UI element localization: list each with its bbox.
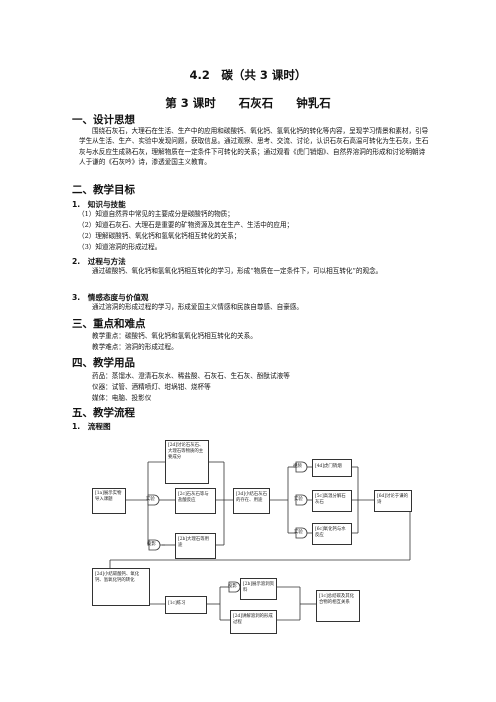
label-video: 视频	[293, 464, 302, 469]
flow-box-cave-info: [2b]展示溶洞资料	[240, 578, 277, 600]
section-heading-goals: 二、教学目标	[72, 184, 135, 196]
flow-box-decompose: [5c]高温分解石灰石	[312, 490, 352, 512]
label-projection: 投影	[147, 542, 156, 547]
flow-box-summary-uses: [3d]小结石灰石的存在、用途	[233, 488, 270, 514]
goal-item: （2）知道石灰石、大理石是重要的矿物资源及其在生产、生活中的应用；	[78, 221, 294, 229]
subheading-flowchart: 1. 流程图	[72, 422, 111, 431]
focus-item: 教学难点：溶洞的形成过程。	[92, 343, 178, 351]
design-body: 围绕石灰石，大理石在生活、生产中的应用和碳酸钙、氧化钙、氢氧化钙的转化等内容，呈…	[79, 127, 429, 167]
subheading-process: 2. 过程与方法	[72, 257, 126, 266]
flow-box-summary-conversion: [2d]小结碳酸钙、氧化钙、氢氧化钙的转化	[92, 568, 150, 606]
materials-item: 媒体：电脑、投影仪	[92, 394, 152, 402]
section-heading-flow: 五、教学流程	[72, 407, 135, 419]
flow-box-discuss-composition: [2d]讨论石灰石、大理石等物质的主要成分	[165, 440, 209, 484]
section-heading-design: 一、设计思想	[72, 114, 135, 126]
materials-item: 药品：蒸馏水、澄清石灰水、稀盐酸、石灰石、生石灰、酚酞试液等	[92, 372, 290, 380]
flow-box-intro: [1a]展示实物导入课题	[92, 488, 126, 514]
page-title: 4.2 碳（共 3 课时）	[189, 68, 307, 82]
label-experiment: 实验	[294, 497, 303, 502]
label-experiment: 实验	[146, 497, 155, 502]
attitude-body: 通过溶洞的形成过程的学习，形成爱国主义情感和民族自尊感、自豪感。	[92, 303, 303, 311]
flow-box-acid-reaction: [2c]石灰石等与盐酸反应	[175, 488, 216, 514]
flow-box-humen: [4d]虎门销烟	[312, 459, 352, 477]
flow-box-final-summary: [1c]总结碳及其化合物的相互关系	[316, 590, 360, 622]
focus-item: 教学重点：碳酸钙、氧化钙和氢氧化钙相互转化的关系。	[92, 332, 257, 340]
flow-box-cao-water: [6c]氧化钙与水反应	[312, 523, 352, 545]
materials-item: 仪器：试管、酒精喷灯、坩埚钳、烧杯等	[92, 383, 211, 391]
flow-box-cave-formation: [2d]讲解溶洞的形成过程	[230, 610, 277, 634]
section-heading-focus: 三、重点和难点	[72, 318, 146, 330]
section-heading-materials: 四、教学用品	[72, 357, 135, 369]
lesson-subtitle: 第 3 课时 石灰石 钟乳石	[165, 96, 331, 110]
label-projection: 投影	[228, 584, 237, 589]
process-body: 通过碳酸钙、氧化钙和氢氧化钙相互转化的学习，形成“物质在一定条件下，可以相互转化…	[92, 267, 383, 275]
subheading-knowledge: 1. 知识与技能	[72, 200, 126, 209]
subheading-attitude: 3. 情感态度与价值观	[72, 293, 149, 302]
flow-box-poem: [6d]讨论于谦的诗	[374, 490, 412, 512]
flow-box-practice: [1c]练习	[165, 596, 207, 614]
goal-item: （3）知道溶洞的形成过程。	[78, 243, 162, 251]
label-experiment: 实验	[294, 530, 303, 535]
goal-item: （1）知道自然界中常见的主要成分是碳酸钙的物质；	[78, 210, 234, 218]
goal-item: （2）理解碳酸钙、氧化钙和氢氧化钙相互转化的关系；	[78, 232, 241, 240]
flow-box-marble-uses: [2b]大理石等用途	[175, 533, 216, 559]
